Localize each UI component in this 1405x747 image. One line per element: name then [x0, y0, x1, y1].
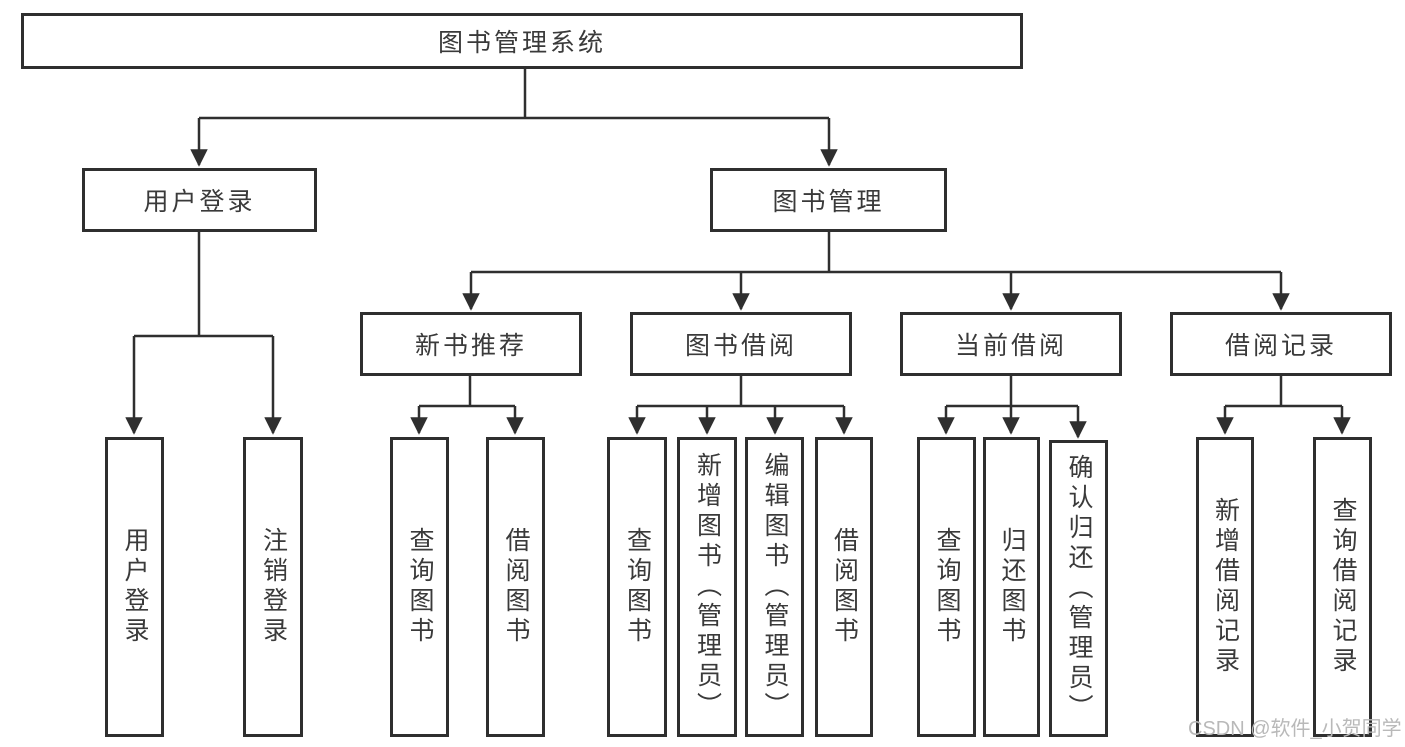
- leaf-logout: 注销登录: [243, 437, 303, 737]
- node-borrowing-records: 借阅记录: [1170, 312, 1392, 376]
- leaf-query-books-current: 查询图书: [917, 437, 976, 737]
- watermark: CSDN @软件_小贺同学: [1188, 718, 1402, 740]
- leaf-query-books-recommend: 查询图书: [390, 437, 449, 737]
- node-library-system-label: 图书管理系统: [437, 29, 606, 57]
- node-library-system: 图书管理系统: [21, 13, 1023, 69]
- leaf-query-books-borrowing-label: 查询图书: [623, 527, 652, 647]
- node-new-book-recommend-label: 新书推荐: [414, 332, 527, 360]
- leaf-confirm-return-admin-label: 确认归还（管理员）: [1065, 453, 1093, 724]
- leaf-add-borrow-record-label: 新增借阅记录: [1211, 497, 1240, 677]
- leaf-edit-books-admin: 编辑图书（管理员）: [745, 437, 804, 737]
- leaf-return-books-label: 归还图书: [998, 527, 1026, 647]
- leaf-borrow-books-borrowing-label: 借阅图书: [830, 527, 859, 647]
- node-current-borrowing: 当前借阅: [900, 312, 1122, 376]
- node-new-book-recommend: 新书推荐: [360, 312, 582, 376]
- node-user-login-label: 用户登录: [143, 188, 256, 216]
- leaf-query-books-borrowing: 查询图书: [607, 437, 667, 737]
- leaf-query-borrow-record-label: 查询借阅记录: [1329, 497, 1357, 677]
- node-user-login: 用户登录: [82, 168, 317, 232]
- node-book-borrowing: 图书借阅: [630, 312, 852, 376]
- leaf-logout-label: 注销登录: [259, 527, 288, 647]
- leaf-add-borrow-record: 新增借阅记录: [1196, 437, 1254, 737]
- leaf-query-books-recommend-label: 查询图书: [406, 527, 434, 647]
- leaf-confirm-return-admin: 确认归还（管理员）: [1049, 440, 1108, 737]
- leaf-user-login-label: 用户登录: [121, 527, 149, 647]
- leaf-add-books-admin-label: 新增图书（管理员）: [693, 452, 722, 722]
- leaf-return-books: 归还图书: [983, 437, 1040, 737]
- leaf-borrow-books-recommend: 借阅图书: [486, 437, 545, 737]
- leaf-query-borrow-record: 查询借阅记录: [1313, 437, 1372, 737]
- leaf-borrow-books-recommend-label: 借阅图书: [502, 527, 530, 647]
- leaf-add-books-admin: 新增图书（管理员）: [677, 437, 737, 737]
- node-current-borrowing-label: 当前借阅: [954, 332, 1067, 360]
- node-book-management: 图书管理: [710, 168, 947, 232]
- node-book-borrowing-label: 图书借阅: [684, 332, 797, 360]
- leaf-borrow-books-borrowing: 借阅图书: [815, 437, 873, 737]
- node-book-management-label: 图书管理: [772, 188, 885, 216]
- leaf-edit-books-admin-label: 编辑图书（管理员）: [761, 452, 789, 722]
- node-borrowing-records-label: 借阅记录: [1224, 332, 1337, 360]
- leaf-user-login: 用户登录: [105, 437, 164, 737]
- leaf-query-books-current-label: 查询图书: [933, 527, 961, 647]
